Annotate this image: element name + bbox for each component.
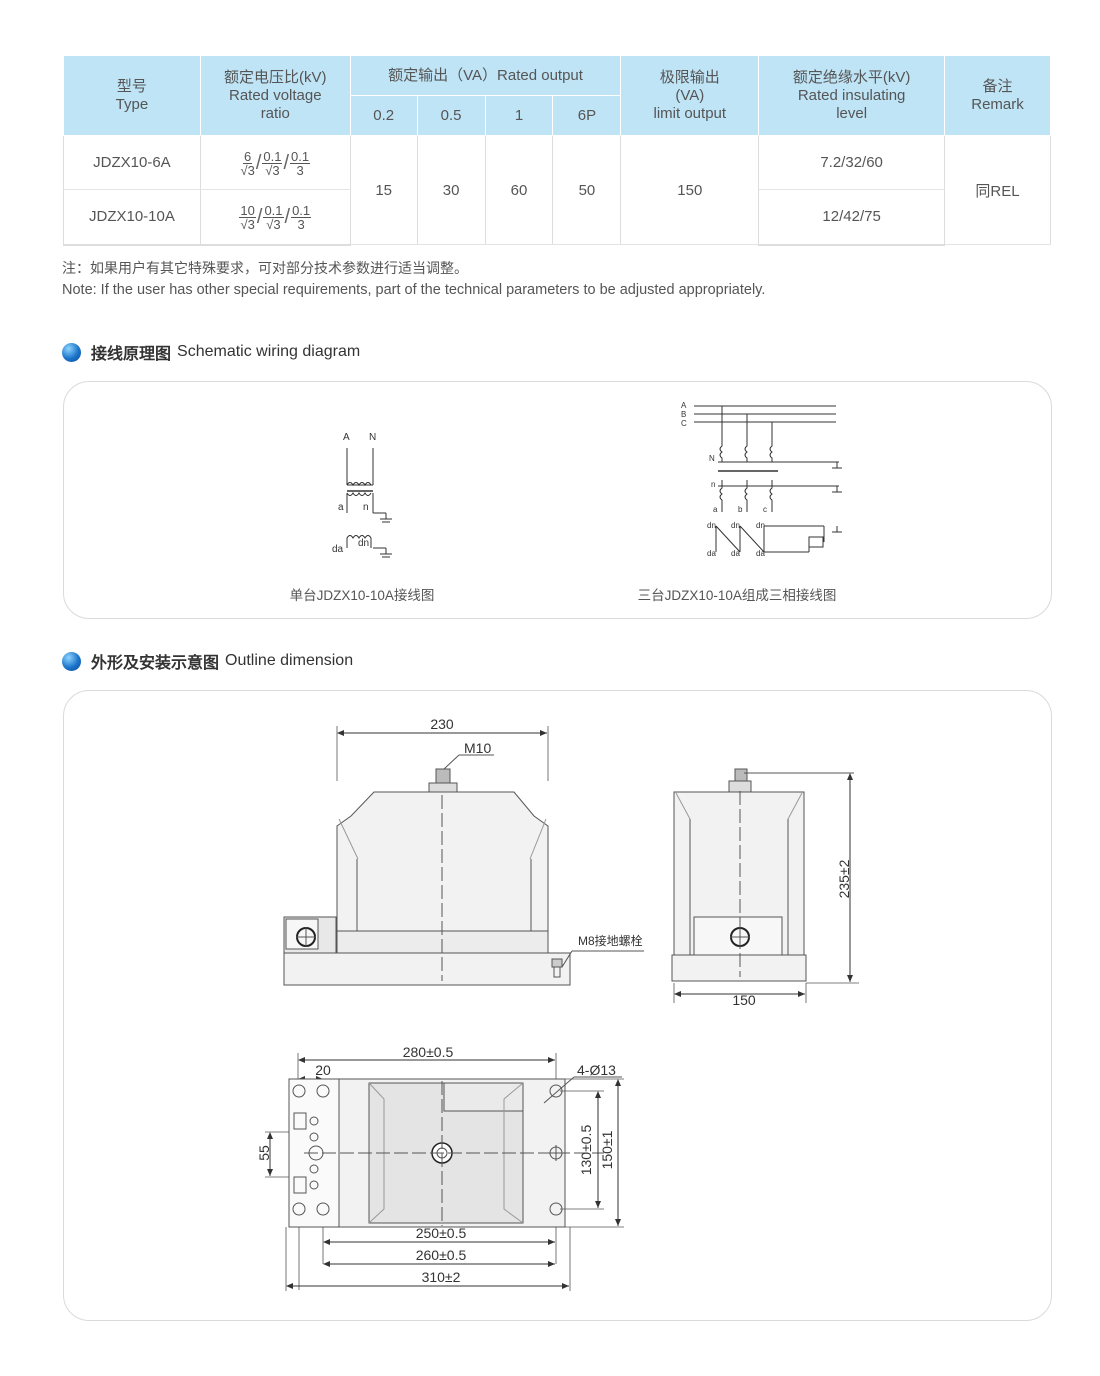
svg-text:c: c bbox=[763, 505, 767, 514]
cell-type: JDZX10-10A bbox=[63, 189, 201, 246]
svg-text:a: a bbox=[713, 505, 718, 514]
note-zh: 注：如果用户有其它特殊要求，可对部分技术参数进行适当调整。 bbox=[62, 261, 468, 277]
svg-text:C: C bbox=[681, 419, 687, 428]
triple-wiring-caption: 三台JDZX10-10A组成三相接线图 bbox=[638, 587, 837, 603]
svg-text:a: a bbox=[338, 502, 344, 513]
svg-text:A: A bbox=[343, 432, 350, 443]
side-view bbox=[671, 768, 859, 1003]
svg-text:da: da bbox=[731, 549, 740, 558]
header-output-1: 0.5 bbox=[416, 95, 486, 136]
front-view bbox=[283, 726, 644, 986]
svg-text:dn: dn bbox=[731, 521, 740, 530]
svg-text:dn: dn bbox=[756, 521, 765, 530]
svg-text:N: N bbox=[369, 432, 376, 443]
svg-text:da: da bbox=[707, 549, 716, 558]
note-en: Note: If the user has other special requ… bbox=[62, 282, 766, 298]
cell-limit: 150 bbox=[620, 135, 760, 245]
header-limit: 极限输出(VA)limit output bbox=[620, 55, 760, 136]
svg-text:280±0.5: 280±0.5 bbox=[403, 1044, 454, 1060]
svg-text:M8接地螺栓: M8接地螺栓 bbox=[578, 933, 643, 948]
bullet-icon bbox=[62, 342, 81, 362]
cell-output-0: 15 bbox=[349, 135, 418, 245]
svg-text:230: 230 bbox=[430, 716, 454, 732]
svg-text:M10: M10 bbox=[464, 740, 491, 756]
svg-text:A: A bbox=[681, 401, 687, 410]
cell-output-2: 60 bbox=[484, 135, 554, 245]
svg-text:250±0.5: 250±0.5 bbox=[416, 1225, 467, 1241]
cell-insulation: 12/42/75 bbox=[758, 189, 946, 246]
svg-text:150±1: 150±1 bbox=[599, 1130, 615, 1169]
three-phase-wiring-diagram bbox=[694, 405, 842, 553]
cell-remark: 同REL bbox=[944, 135, 1051, 245]
svg-text:55: 55 bbox=[256, 1145, 272, 1161]
svg-text:b: b bbox=[738, 505, 743, 514]
svg-text:235±2: 235±2 bbox=[836, 859, 852, 898]
header-output-0: 0.2 bbox=[349, 95, 418, 136]
svg-text:da: da bbox=[332, 544, 344, 555]
bullet-icon bbox=[62, 651, 81, 671]
svg-text:150: 150 bbox=[732, 992, 756, 1008]
single-wiring-caption: 单台JDZX10-10A接线图 bbox=[290, 587, 435, 603]
svg-text:dn: dn bbox=[358, 538, 369, 549]
header-output: 额定输出（VA）Rated output bbox=[349, 55, 622, 96]
wiring-diagram: A N a n da dn 单台JDZX10-10A接线图 bbox=[290, 401, 842, 603]
svg-text:N: N bbox=[709, 454, 715, 463]
outline-dimension-drawing: 230 M10 M8接地螺栓 150 235±2 bbox=[256, 716, 859, 1291]
svg-text:da: da bbox=[756, 549, 765, 558]
wiring-panel: A N a n da dn 单台JDZX10-10A接线图 bbox=[63, 381, 1052, 619]
svg-text:dn: dn bbox=[707, 521, 716, 530]
svg-text:B: B bbox=[681, 410, 686, 419]
header-output-3: 6P bbox=[552, 95, 622, 136]
svg-text:130±0.5: 130±0.5 bbox=[578, 1125, 594, 1176]
cell-insulation: 7.2/32/60 bbox=[758, 135, 946, 190]
plan-view bbox=[265, 1053, 624, 1291]
svg-text:4-Ø13: 4-Ø13 bbox=[577, 1062, 616, 1078]
single-wiring-diagram bbox=[346, 448, 392, 558]
header-output-2: 1 bbox=[484, 95, 554, 136]
cell-output-3: 50 bbox=[552, 135, 622, 245]
svg-text:n: n bbox=[711, 480, 715, 489]
outline-panel: 230 M10 M8接地螺栓 150 235±2 bbox=[63, 690, 1052, 1321]
cell-output-1: 30 bbox=[416, 135, 486, 245]
svg-text:n: n bbox=[363, 502, 369, 513]
cell-type: JDZX10-6A bbox=[63, 135, 201, 190]
svg-text:260±0.5: 260±0.5 bbox=[416, 1247, 467, 1263]
svg-text:310±2: 310±2 bbox=[422, 1269, 461, 1285]
svg-text:20: 20 bbox=[315, 1062, 331, 1078]
